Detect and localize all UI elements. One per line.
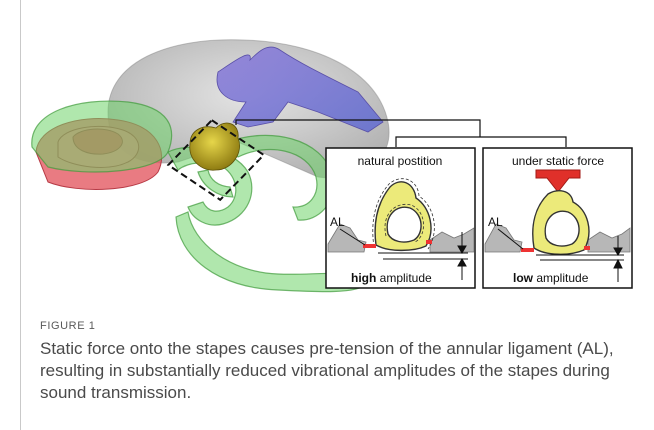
right-amplitude-label: low amplitude: [513, 271, 589, 285]
ear-anatomy-illustration: natural postition AL h: [18, 2, 638, 298]
figure-label: FIGURE 1: [40, 320, 96, 332]
left-panel: natural postition AL h: [326, 148, 475, 288]
left-amplitude-label: high amplitude: [351, 271, 432, 285]
left-al-label: AL: [330, 215, 345, 229]
figure-caption: Static force onto the stapes causes pre-…: [40, 338, 630, 404]
left-panel-title: natural postition: [358, 154, 443, 168]
yellow-stapes-shape: [190, 123, 240, 170]
right-panel: under static force AL: [483, 148, 632, 288]
figure-image: natural postition AL h: [18, 2, 638, 298]
right-panel-title: under static force: [512, 154, 604, 168]
right-al-label: AL: [488, 215, 503, 229]
